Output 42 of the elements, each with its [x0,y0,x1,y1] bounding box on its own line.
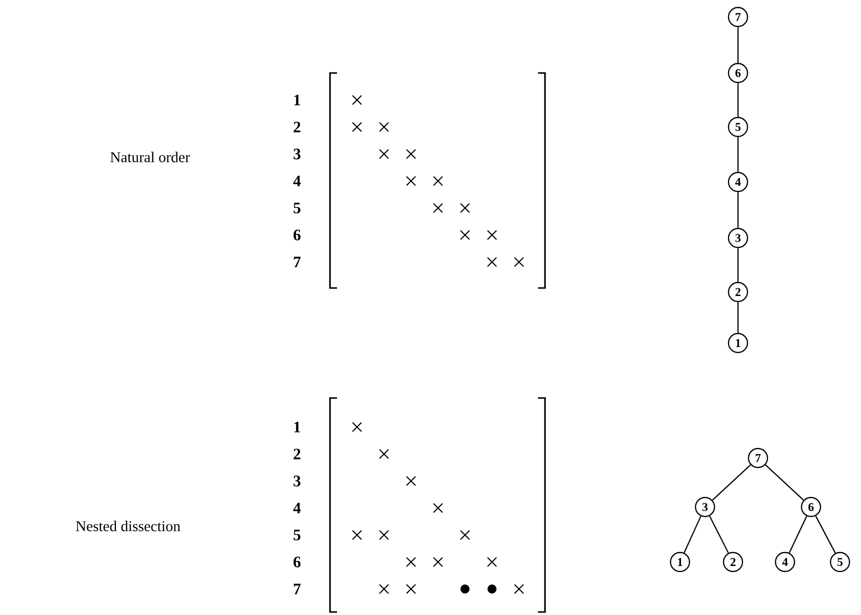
tree-edge [788,516,808,554]
row-number: 1 [294,422,300,432]
tree-edge [737,248,739,282]
tree-edge [737,192,739,228]
row-number: 5 [294,202,300,214]
tree-edge [737,83,739,117]
tree-node: 4 [774,552,796,572]
row-number: 3 [294,476,300,486]
row-number: 7 [294,256,301,268]
row-number: 4 [293,176,301,186]
tree-node: 1 [728,332,748,354]
row-caption: Natural order [110,152,190,162]
tree-edge [709,516,729,554]
row-number: 2 [294,448,300,460]
tree-edge [684,516,702,554]
tree-node: 5 [728,116,748,138]
tree-node: 4 [728,172,748,192]
tree-edge [815,516,836,554]
row-number: 7 [294,584,301,594]
row-number: 2 [294,122,300,132]
tree-node: 6 [800,496,822,518]
tree-edge [737,302,739,333]
tree-node: 5 [830,552,850,572]
tree-node: 6 [728,62,748,84]
row-number: 4 [293,502,301,514]
row-number: 6 [294,556,301,568]
tree-edge [737,27,739,63]
tree-node: 3 [728,228,748,248]
tree-node: 3 [694,496,716,518]
tree-node: 2 [722,552,744,572]
row-number: 6 [294,230,301,240]
row-caption: Nested dissection [76,520,180,532]
tree-node: 7 [748,448,768,468]
row-number: 5 [294,530,300,540]
row-number: 1 [294,94,300,106]
row-number: 3 [294,148,300,160]
tree-edge [737,137,739,172]
tree-edge [712,464,751,501]
tree-edge [765,464,804,501]
tree-node: 1 [670,552,690,572]
tree-node: 7 [728,6,748,28]
tree-node: 2 [728,282,748,302]
